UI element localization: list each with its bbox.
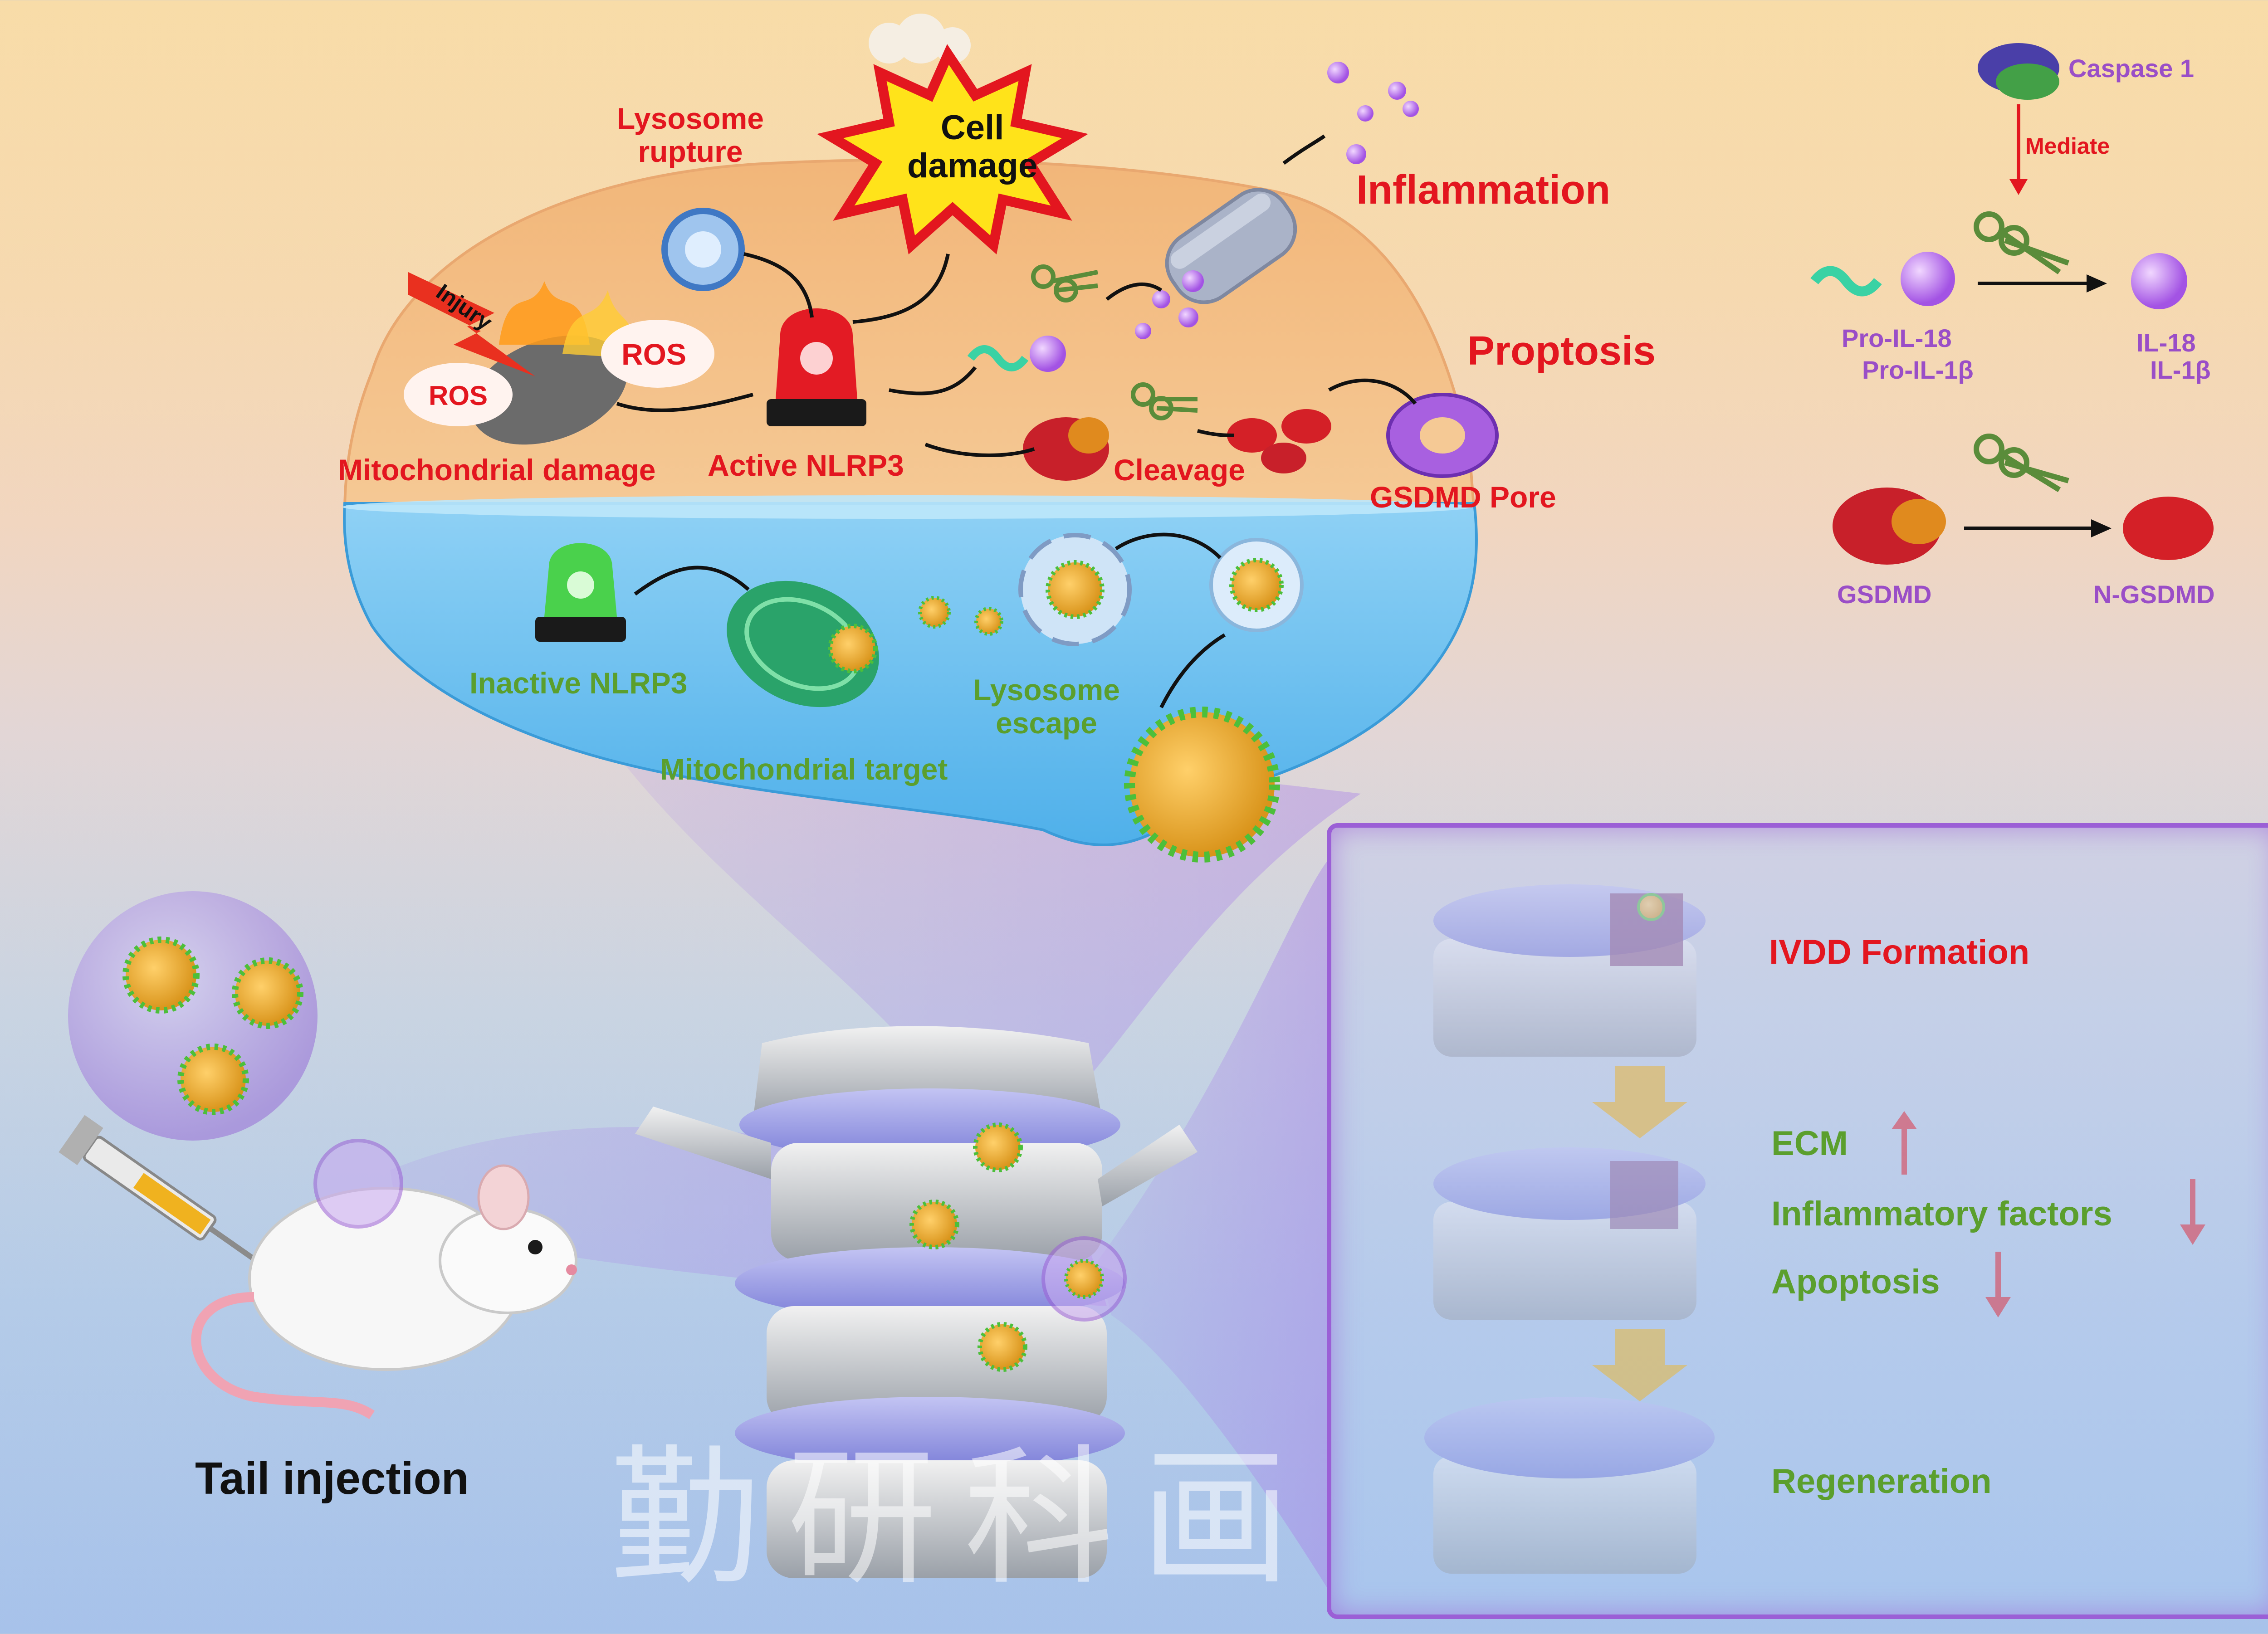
nanoparticle: [918, 596, 951, 629]
apoptosis-label: Apoptosis: [1771, 1263, 1940, 1301]
lysosome-rupture-label: Lysosome rupture: [617, 102, 764, 168]
syringe-icon: [59, 1115, 271, 1273]
n-gsdmd-label: N-GSDMD: [2093, 580, 2215, 609]
gsdmd-label: GSDMD: [1837, 580, 1932, 609]
inflammatory-factors-label: Inflammatory factors: [1771, 1195, 2112, 1233]
ros-cloud-1: [404, 363, 513, 426]
watermark: 勤研科画: [610, 1431, 1318, 1605]
injury-bolt-icon: [408, 272, 535, 376]
cleavage-label: Cleavage: [1114, 453, 1245, 487]
large-nanoparticle: [1124, 707, 1280, 863]
inactive-nlrp3-label: Inactive NLRP3: [469, 666, 688, 700]
panel-beam: [1098, 862, 1327, 1587]
ros-label: ROS: [621, 337, 687, 371]
proptosis-label: Proptosis: [1467, 328, 1656, 374]
ros-label: ROS: [429, 380, 488, 411]
active-nlrp3-label: Active NLRP3: [708, 449, 904, 482]
pro-il-legend-icon: [1810, 252, 1955, 306]
regeneration-label: Regeneration: [1771, 1462, 1992, 1501]
n-gsdmd-legend-icon: [2123, 497, 2214, 560]
il18-label: IL-18: [2136, 328, 2196, 357]
lysosome-icon: [661, 208, 745, 291]
active-nlrp3-icon: [767, 308, 866, 426]
gsdmd-pore-icon: [1386, 393, 1499, 478]
nanoparticle: [974, 607, 1003, 636]
inactive-nlrp3-icon: [535, 543, 626, 642]
gsdmd-legend-icon: [1833, 488, 1946, 565]
spine-illustration: [635, 1026, 1198, 1578]
pro-il1b-label: Pro-IL-1β: [1862, 356, 1974, 384]
ivdd-formation-label: IVDD Formation: [1769, 933, 2030, 971]
caspase1-label: Caspase 1: [2068, 54, 2195, 83]
nanoparticle-callout: [68, 891, 318, 1141]
ecm-label: ECM: [1771, 1124, 1848, 1163]
mediate-label: Mediate: [2025, 133, 2110, 159]
n-gsdmd-fragments: [1227, 409, 1331, 473]
il-legend-icon: [2131, 253, 2187, 309]
lysosome-escape-label: Lysosome escape: [973, 673, 1120, 740]
il1b-label: IL-1β: [2150, 356, 2211, 384]
scissors-icon: [1974, 211, 2070, 274]
scissors-icon: [1031, 264, 1098, 302]
inflammation-label: Inflammation: [1356, 167, 1611, 213]
ros-cloud-2: [601, 320, 714, 388]
endosome-icon: [1209, 538, 1304, 632]
gsdmd-pore-label: GSDMD Pore: [1370, 480, 1556, 514]
gsdmd-protein: [1023, 417, 1109, 481]
lysosome-escape-icon: [1018, 533, 1132, 646]
scissors-icon: [1974, 434, 2069, 493]
cytokine-particles: [1135, 62, 1419, 339]
pathway-arrows: [616, 134, 1417, 708]
ivdd-panel: [1327, 823, 2268, 1619]
pro-il-molecule: [967, 336, 1066, 372]
cloud: [869, 14, 971, 63]
mitochondrial-damage-label: Mitochondrial damage: [338, 453, 656, 487]
mitochondrial-target-label: Mitochondrial target: [660, 752, 948, 786]
pro-il18-label: Pro-IL-18: [1842, 324, 1952, 352]
cell-damage-label: Cell damage: [907, 108, 1038, 185]
cell-damage-burst: [816, 44, 1089, 254]
mouse-icon: [191, 1139, 577, 1419]
scissors-icon: [1131, 382, 1198, 420]
caspase1-icon: [1978, 43, 2059, 100]
nanoparticle: [828, 624, 878, 673]
tail-injection-label: Tail injection: [195, 1453, 469, 1504]
